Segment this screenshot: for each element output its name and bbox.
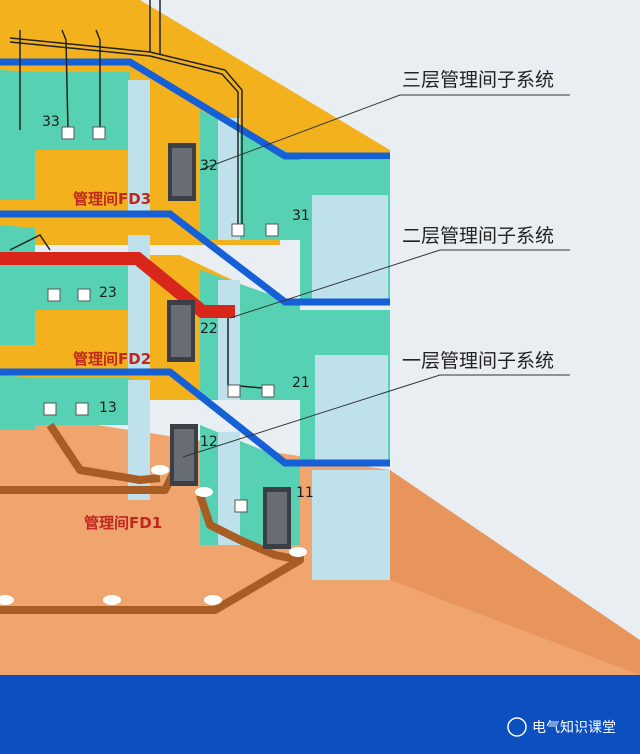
room-number: 11 (296, 485, 314, 501)
room-number: 31 (292, 208, 310, 224)
floor-2-column-b (218, 280, 240, 400)
wechat-icon (507, 717, 527, 737)
floor-3-column-b (218, 118, 240, 240)
callout-floor-3: 三层管理间子系统 (402, 69, 554, 91)
floor-2-wall-left (0, 225, 35, 345)
room-number: 32 (200, 158, 218, 174)
watermark: 电气知识课堂 (507, 717, 616, 737)
red-backbone-cable (0, 252, 235, 318)
floor-3-outer-column (312, 195, 388, 300)
slab-floor-2 (0, 210, 390, 306)
callout-leaders (182, 94, 570, 458)
room-number: 22 (200, 321, 218, 337)
room-number: 21 (292, 375, 310, 391)
floor-1-column-b (218, 432, 240, 545)
cable-bundle-top (9, 0, 243, 225)
floor-1-wall-left (0, 375, 35, 430)
callout-floor-1: 一层管理间子系统 (402, 350, 554, 372)
server-rack-fd2 (167, 300, 195, 362)
room-number: 12 (200, 434, 218, 450)
floor-3-column-a (128, 80, 150, 215)
fd3-label: 管理间FD3 (73, 190, 151, 208)
callout-floor-2: 二层管理间子系统 (402, 225, 554, 247)
fd1-label: 管理间FD1 (84, 514, 162, 532)
floor-3-wall-left (0, 70, 35, 200)
room-number: 23 (99, 285, 117, 301)
server-rack-fd1 (170, 424, 198, 486)
server-rack-ground (263, 487, 291, 549)
floor-3-wall-mid (35, 72, 130, 150)
floor-drains (0, 465, 307, 605)
water-band (0, 675, 640, 754)
floor-2-outer-column (315, 355, 388, 460)
room-number: 13 (99, 400, 117, 416)
watermark-text: 电气知识课堂 (532, 719, 616, 736)
fd2-label: 管理间FD2 (73, 350, 151, 368)
server-rack-fd3 (168, 143, 196, 201)
slab-floor-3 (0, 58, 390, 160)
floor-1-outer-column (312, 470, 390, 580)
wall-outlets (43, 126, 279, 513)
floor-1-wall-mid (35, 378, 130, 425)
room-number: 33 (42, 114, 60, 130)
ground-shadow (390, 470, 640, 675)
floor-3-surface (0, 0, 390, 158)
floor-1-column-a (128, 380, 150, 500)
floor-2-wall-mid (35, 262, 145, 310)
slab-floor-1 (0, 368, 390, 467)
